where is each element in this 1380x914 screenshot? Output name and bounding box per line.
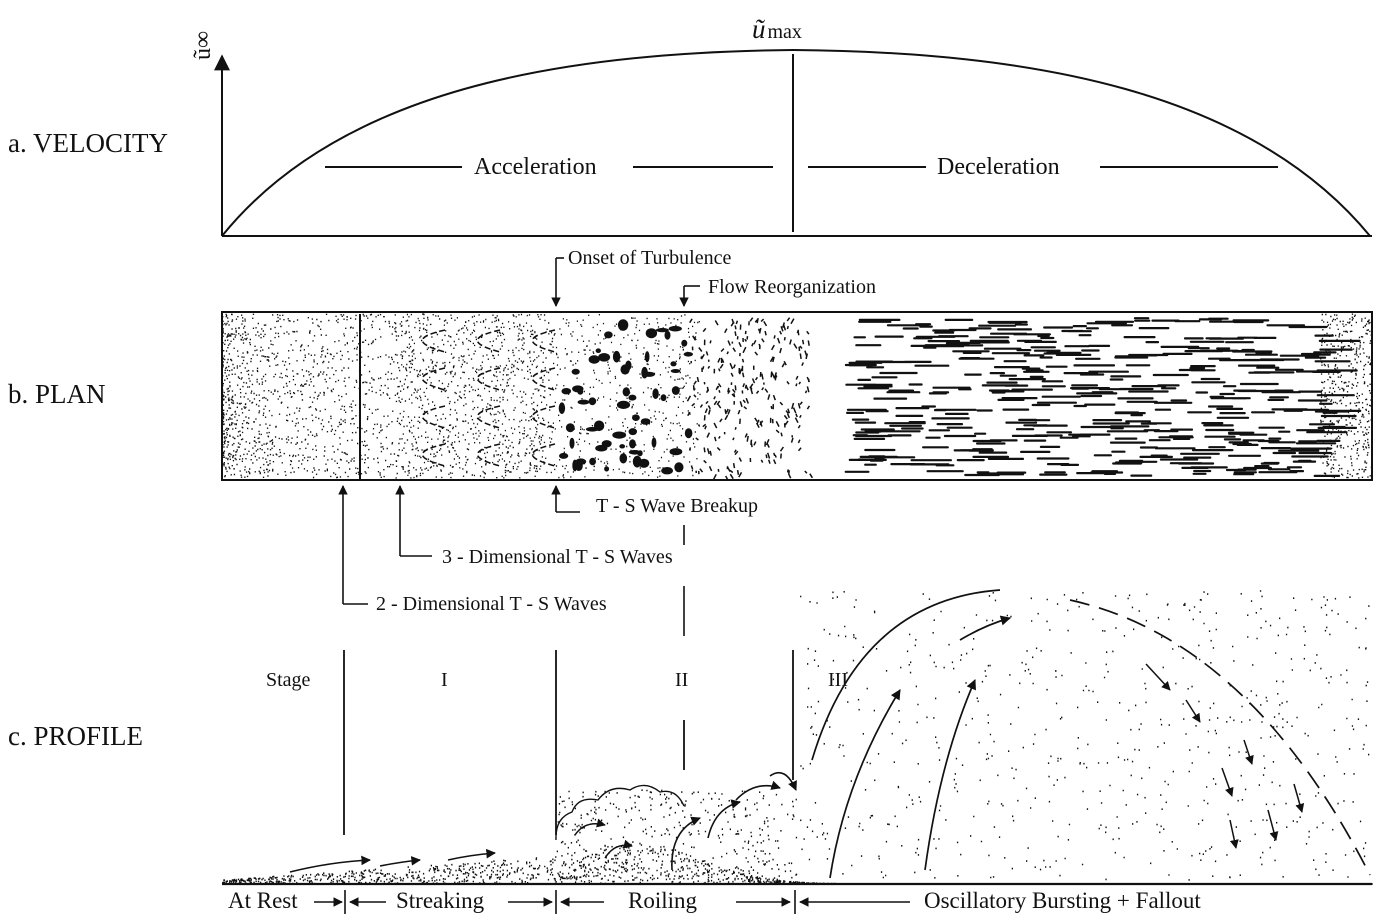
fallout-arrow-3 — [1222, 768, 1232, 796]
breakup-label: T - S Wave Breakup — [596, 495, 758, 517]
roil-cloud — [556, 785, 684, 840]
waves2d-label: 2 - Dimensional T - S Waves — [376, 593, 607, 615]
burst-arrow-1 — [830, 690, 900, 878]
velocity-curve — [222, 50, 1370, 236]
stage-heading: Stage — [266, 669, 311, 691]
phase-roiling: Roiling — [628, 888, 698, 913]
fallout-arrow-7 — [1230, 820, 1236, 848]
panel-label-plan: b. PLAN — [8, 379, 106, 409]
fallout-arrow-4 — [1244, 740, 1252, 764]
phase-streaking: Streaking — [396, 888, 485, 913]
onset-label: Onset of Turbulence — [568, 247, 731, 269]
acceleration-label: Acceleration — [474, 154, 597, 180]
fallout-arrow-6 — [1294, 784, 1302, 812]
burst-arrow-2 — [925, 680, 975, 870]
fallout-arrow-1 — [1146, 664, 1170, 690]
stage-1-label: I — [441, 669, 448, 691]
panel-label-profile: c. PROFILE — [8, 721, 143, 751]
stage-2-label: II — [675, 669, 688, 691]
phase-bursting: Oscillatory Bursting + Fallout — [924, 888, 1201, 913]
roil-swirl-5 — [736, 786, 780, 800]
fallout-arrow-2 — [1186, 700, 1200, 722]
plan-panel: Onset of Turbulence Flow Reorganization … — [222, 247, 1373, 636]
fallout-arrow-5 — [1268, 810, 1276, 840]
panel-label-velocity: a. VELOCITY — [8, 128, 168, 158]
profile-panel: Stage I II III — [222, 590, 1373, 884]
profile-texture — [222, 591, 1373, 884]
roil-swirl-4 — [708, 802, 740, 838]
phase-at-rest: At Rest — [228, 888, 298, 913]
velocity-y-axis-label: ũ∞ — [190, 31, 216, 60]
phase-bar: At Rest Streaking Roiling Oscillatory Bu… — [228, 888, 1201, 914]
streak-arrow-3 — [448, 853, 495, 860]
roil-swirl-2 — [605, 845, 632, 858]
reorg-label: Flow Reorganization — [708, 276, 876, 298]
waves3d-label: 3 - Dimensional T - S Waves — [442, 546, 673, 568]
burst-arrow-3 — [960, 618, 1010, 640]
streak-arrow-1 — [290, 860, 370, 872]
deceleration-label: Deceleration — [937, 154, 1060, 180]
dome-envelope — [1070, 600, 1370, 875]
streak-arrow-2 — [380, 860, 420, 866]
